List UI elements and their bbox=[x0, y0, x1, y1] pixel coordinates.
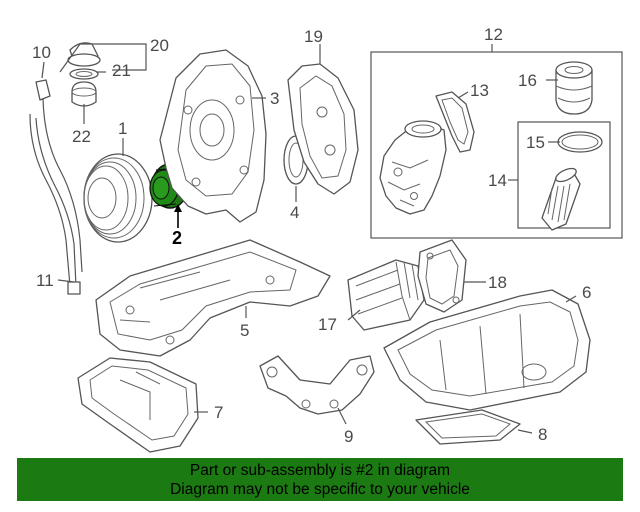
callout-7: 7 bbox=[214, 403, 223, 422]
callout-8: 8 bbox=[538, 425, 547, 444]
callout-5: 5 bbox=[240, 321, 249, 340]
oil-pan-lower-right bbox=[383, 289, 591, 411]
notice-banner: Part or sub-assembly is #2 in diagram Di… bbox=[17, 458, 623, 501]
callout-3: 3 bbox=[270, 89, 279, 108]
callout-12: 12 bbox=[484, 25, 503, 44]
oil-pan-cover-plate bbox=[415, 409, 521, 445]
oil-cooler-gasket bbox=[417, 239, 467, 313]
callout-9: 9 bbox=[344, 427, 353, 446]
filter-housing-gasket bbox=[435, 91, 475, 153]
callout-10: 10 bbox=[32, 43, 51, 62]
camshaft-cover bbox=[287, 63, 359, 195]
callout-16: 16 bbox=[518, 71, 537, 90]
oil-filler-cap bbox=[67, 42, 101, 107]
callout-15: 15 bbox=[526, 133, 545, 152]
callout-2: 2 bbox=[172, 228, 182, 248]
highlighted-part-2 bbox=[149, 163, 189, 209]
callout-1: 1 bbox=[118, 119, 127, 138]
group-box-12 bbox=[370, 51, 623, 239]
crankshaft-pulley bbox=[83, 153, 153, 243]
upper-oil-pan bbox=[95, 239, 331, 357]
lower-oil-pan bbox=[77, 357, 199, 453]
callout-4: 4 bbox=[290, 203, 299, 222]
oil-cooler bbox=[347, 259, 425, 331]
callout-6: 6 bbox=[582, 283, 591, 302]
callout-20: 20 bbox=[150, 36, 169, 55]
callout-14: 14 bbox=[488, 171, 507, 190]
oil-filter-cap bbox=[555, 61, 593, 115]
callout-labels: 1 2 3 4 5 6 7 8 9 10 11 12 13 14 15 16 1… bbox=[32, 25, 591, 446]
notice-line-2: Diagram may not be specific to your vehi… bbox=[170, 481, 470, 498]
engine-mount-bracket bbox=[259, 355, 375, 415]
dipstick-and-tube bbox=[29, 79, 83, 295]
oil-filter-element bbox=[541, 167, 581, 231]
callout-22: 22 bbox=[72, 127, 91, 146]
callout-19: 19 bbox=[304, 27, 323, 46]
callout-13: 13 bbox=[470, 81, 489, 100]
callout-21: 21 bbox=[112, 61, 131, 80]
callout-17: 17 bbox=[318, 315, 337, 334]
callout-11: 11 bbox=[36, 271, 54, 290]
oil-filter-housing bbox=[379, 120, 447, 215]
notice-line-1: Part or sub-assembly is #2 in diagram bbox=[189, 462, 451, 479]
callout-18: 18 bbox=[488, 273, 507, 292]
group-box-14 bbox=[517, 121, 611, 229]
timing-cover bbox=[159, 49, 267, 223]
leader-lines bbox=[41, 43, 577, 434]
